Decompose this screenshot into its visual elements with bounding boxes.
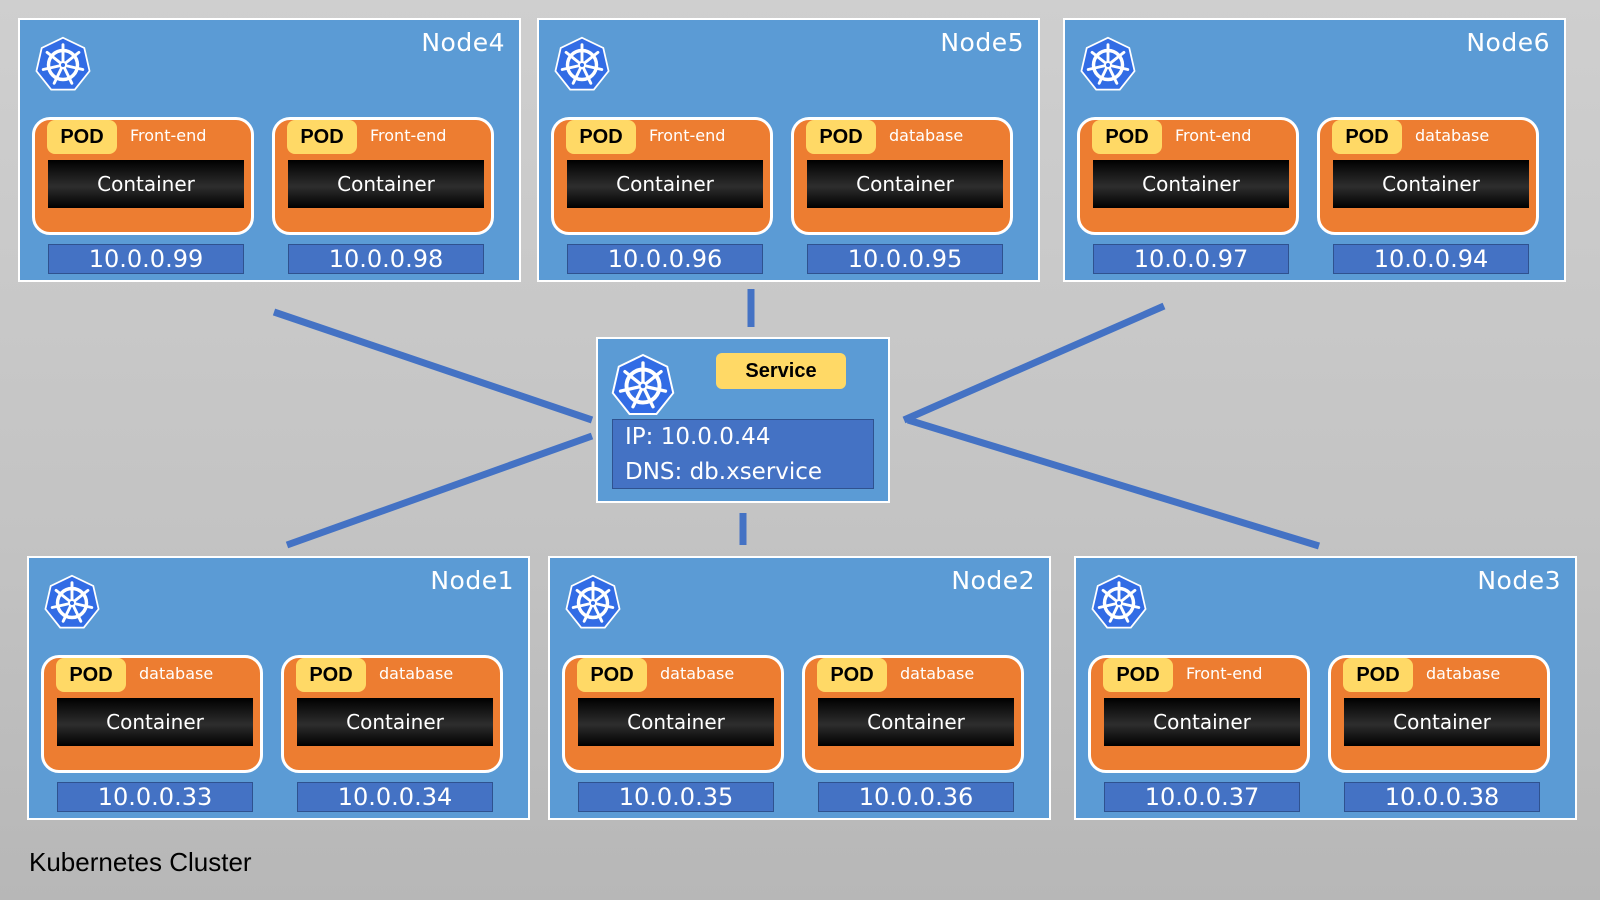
pod-type: database: [1426, 664, 1501, 683]
container-box: Container: [1344, 698, 1540, 746]
pod-type: database: [379, 664, 454, 683]
pod-ip: 10.0.0.98: [288, 244, 484, 274]
cluster-label: Kubernetes Cluster: [29, 847, 252, 877]
kubernetes-wheel-icon: [34, 36, 92, 94]
container-box: Container: [48, 160, 244, 208]
node-title: Node5: [940, 28, 1024, 57]
pod: POD Front-end Container: [551, 117, 773, 235]
service-label: Service: [716, 353, 846, 389]
container-box: Container: [807, 160, 1003, 208]
pod-ip: 10.0.0.95: [807, 244, 1003, 274]
service-ip: IP: 10.0.0.44: [625, 424, 771, 450]
container-box: Container: [297, 698, 493, 746]
node-title: Node4: [421, 28, 505, 57]
kubernetes-wheel-icon: [553, 36, 611, 94]
container-box: Container: [57, 698, 253, 746]
pod-badge: POD: [56, 658, 126, 692]
pod-ip: 10.0.0.36: [818, 782, 1014, 812]
kubernetes-wheel-icon: [1090, 574, 1148, 632]
pod: POD Front-end Container: [272, 117, 494, 235]
link-node3-service: [906, 416, 1321, 550]
pod-badge: POD: [287, 120, 357, 154]
link-node6-service: [902, 302, 1166, 424]
node-title: Node3: [1477, 566, 1561, 595]
container-box: Container: [578, 698, 774, 746]
pod-badge: POD: [1103, 658, 1173, 692]
service-dns: DNS: db.xservice: [625, 459, 823, 485]
pod: POD database Container: [802, 655, 1024, 773]
node-card-node2: Node2 POD database Container POD databas…: [548, 556, 1051, 820]
pod-badge: POD: [817, 658, 887, 692]
pod: POD Front-end Container: [1077, 117, 1299, 235]
container-box: Container: [1104, 698, 1300, 746]
link-node1-service: [285, 432, 594, 549]
pod: POD database Container: [1328, 655, 1550, 773]
pod: POD Front-end Container: [32, 117, 254, 235]
pod: POD database Container: [1317, 117, 1539, 235]
container-box: Container: [1333, 160, 1529, 208]
pod-badge: POD: [47, 120, 117, 154]
pod: POD database Container: [562, 655, 784, 773]
pod-badge: POD: [296, 658, 366, 692]
pod-ip: 10.0.0.33: [57, 782, 253, 812]
pod-type: database: [139, 664, 214, 683]
pod-badge: POD: [1343, 658, 1413, 692]
pod-ip: 10.0.0.94: [1333, 244, 1529, 274]
kubernetes-wheel-icon: [610, 353, 676, 419]
node-card-node1: Node1 POD database Container POD databas…: [27, 556, 530, 820]
node-card-node6: Node6 POD Front-end Container POD databa…: [1063, 18, 1566, 282]
pod-badge: POD: [566, 120, 636, 154]
pod-type: Front-end: [1175, 126, 1252, 145]
pod-ip: 10.0.0.97: [1093, 244, 1289, 274]
pod-badge: POD: [806, 120, 876, 154]
pod-ip: 10.0.0.37: [1104, 782, 1300, 812]
pod-type: database: [1415, 126, 1490, 145]
container-box: Container: [567, 160, 763, 208]
pod: POD database Container: [791, 117, 1013, 235]
node-title: Node1: [430, 566, 514, 595]
node-card-node3: Node3 POD Front-end Container POD databa…: [1074, 556, 1577, 820]
pod-type: database: [660, 664, 735, 683]
container-box: Container: [818, 698, 1014, 746]
pod: POD database Container: [41, 655, 263, 773]
node-title: Node2: [951, 566, 1035, 595]
pod-badge: POD: [1332, 120, 1402, 154]
service-box: Service IP: 10.0.0.44 DNS: db.xservice: [596, 337, 890, 503]
pod-type: Front-end: [1186, 664, 1263, 683]
node-card-node5: Node5 POD Front-end Container POD databa…: [537, 18, 1040, 282]
node-title: Node6: [1466, 28, 1550, 57]
kubernetes-wheel-icon: [564, 574, 622, 632]
link-node4-service: [272, 308, 594, 424]
container-box: Container: [1093, 160, 1289, 208]
pod-type: Front-end: [370, 126, 447, 145]
pod-type: Front-end: [130, 126, 207, 145]
pod-badge: POD: [577, 658, 647, 692]
pod-ip: 10.0.0.34: [297, 782, 493, 812]
pod-badge: POD: [1092, 120, 1162, 154]
pod-type: database: [900, 664, 975, 683]
service-info: IP: 10.0.0.44 DNS: db.xservice: [612, 419, 874, 489]
pod: POD database Container: [281, 655, 503, 773]
node-card-node4: Node4 POD Front-end Container POD Front-…: [18, 18, 521, 282]
pod-type: database: [889, 126, 964, 145]
pod: POD Front-end Container: [1088, 655, 1310, 773]
container-box: Container: [288, 160, 484, 208]
pod-ip: 10.0.0.35: [578, 782, 774, 812]
pod-ip: 10.0.0.96: [567, 244, 763, 274]
kubernetes-wheel-icon: [43, 574, 101, 632]
pod-type: Front-end: [649, 126, 726, 145]
pod-ip: 10.0.0.38: [1344, 782, 1540, 812]
kubernetes-wheel-icon: [1079, 36, 1137, 94]
pod-ip: 10.0.0.99: [48, 244, 244, 274]
